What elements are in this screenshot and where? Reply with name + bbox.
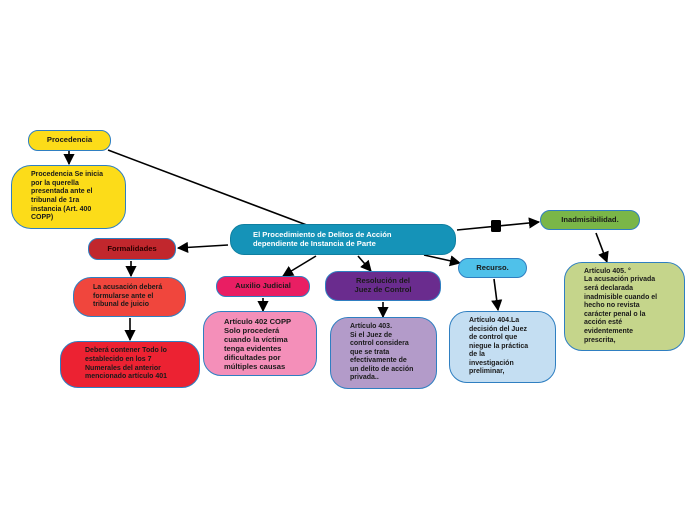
procedencia-detail[interactable]: Procedencia Se inicia por la querella pr… bbox=[11, 165, 126, 229]
formalidades-detail-1[interactable]: La acusación deberá formularse ante el t… bbox=[73, 277, 186, 317]
link-central-recurso bbox=[423, 254, 462, 267]
procedencia-topic[interactable]: Procedencia bbox=[28, 130, 111, 151]
formalidades-detail-2[interactable]: Deberá contener Todo lo establecido en l… bbox=[60, 341, 200, 388]
auxilio-detail[interactable]: Artículo 402 COPP Solo procederá cuando … bbox=[203, 311, 317, 376]
resolucion-topic[interactable]: Resolución del Juez de Control bbox=[325, 271, 441, 301]
link-recurso-detail bbox=[491, 278, 503, 312]
resolucion-detail[interactable]: Artículo 403. Si el Juez de control cons… bbox=[330, 317, 437, 389]
link-inadmisibilidad-detail bbox=[595, 232, 609, 264]
central-topic[interactable]: El Procedimiento de Delitos de Acción de… bbox=[230, 224, 456, 255]
link-central-resolucion bbox=[357, 255, 372, 272]
link-central-auxilio bbox=[282, 255, 317, 277]
link-square-marker bbox=[491, 220, 501, 232]
link-central-procedencia bbox=[107, 149, 321, 231]
recurso-topic[interactable]: Recurso. bbox=[458, 258, 527, 278]
auxilio-topic[interactable]: Auxilio Judicial bbox=[216, 276, 310, 297]
inadmisibilidad-topic[interactable]: Inadmisibilidad. bbox=[540, 210, 640, 230]
recurso-detail[interactable]: Artículo 404.La decisión del Juez de con… bbox=[449, 311, 556, 383]
link-central-formalidades bbox=[176, 241, 229, 253]
inadmisibilidad-detail[interactable]: Artículo 405. ° La acusación privada ser… bbox=[564, 262, 685, 351]
formalidades-topic[interactable]: Formalidades bbox=[88, 238, 176, 260]
